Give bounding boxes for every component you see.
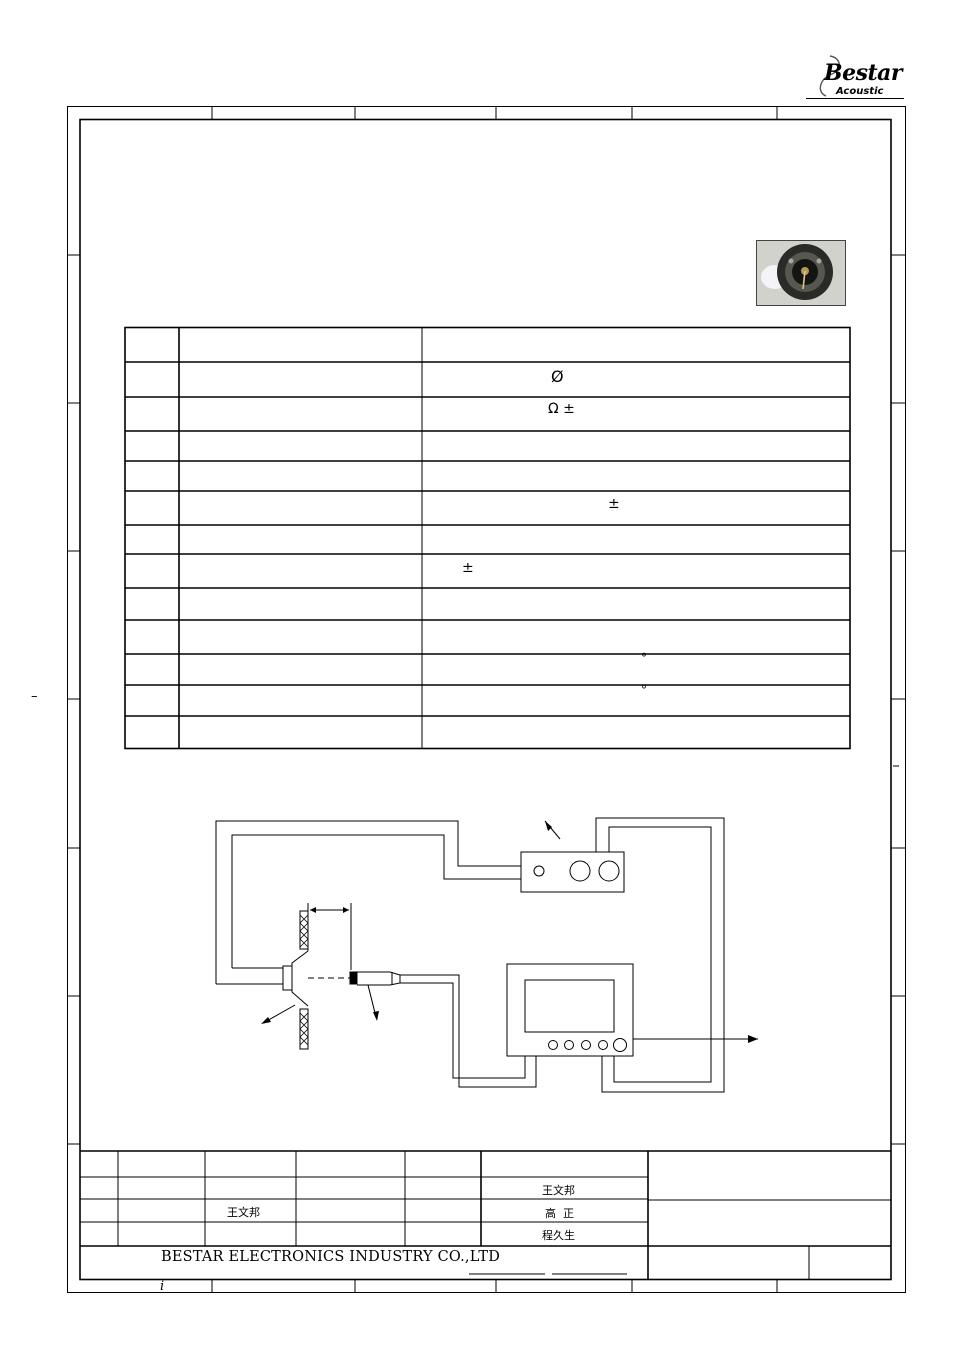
spec-symbol-tolerance: ± (462, 560, 474, 576)
company-name: BESTAR ELECTRONICS INDUSTRY CO.,LTD (161, 1249, 501, 1265)
logo-subtext: Acoustic (836, 86, 884, 97)
spec-symbol-ohm-tolerance: Ω ± (548, 401, 575, 417)
bottom-mark: i (160, 1279, 165, 1294)
drawn-by-name: 王文邦 (227, 1206, 260, 1219)
spec-symbol-degree: ° (641, 683, 647, 697)
spec-symbol-diameter: Ø (551, 367, 564, 386)
logo-swirl (812, 52, 852, 98)
spec-symbol-degree: ° (641, 651, 647, 665)
left-margin-mark: – (31, 689, 38, 704)
logo-text: Bestar (824, 60, 903, 86)
logo-underline (806, 98, 904, 99)
approved-by-name: 程久生 (542, 1229, 575, 1242)
spec-symbol-tolerance: ± (608, 496, 620, 512)
checked-by-name: 高 正 (545, 1207, 574, 1220)
designer-name: 王文邦 (542, 1184, 575, 1197)
product-photo (756, 240, 846, 306)
